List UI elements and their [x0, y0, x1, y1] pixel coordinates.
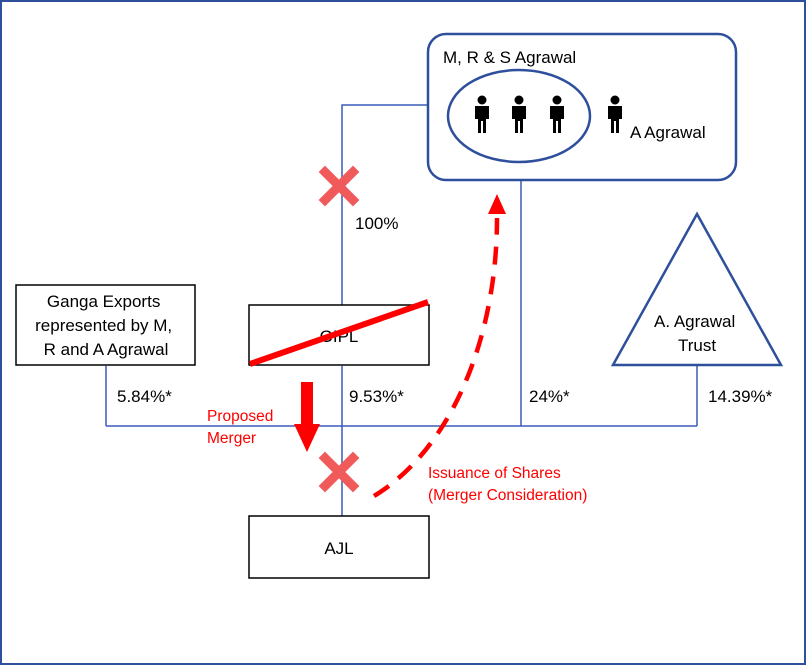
trust-line-2: Trust: [678, 336, 716, 355]
a-agrawal-label: A Agrawal: [630, 123, 706, 142]
ajl-box: [248, 515, 430, 579]
ganga-stake-percent: 5.84%*: [117, 387, 172, 406]
gipl-ownership-percent: 100%: [355, 214, 398, 233]
trust-line-1: A. Agrawal: [654, 312, 735, 331]
issuance-line-2: (Merger Consideration): [428, 487, 587, 504]
gipl-strikethrough: [249, 299, 429, 367]
trust-label: A. Agrawal Trust: [654, 312, 740, 355]
ajl-label: AJL: [324, 539, 353, 558]
cross-icon: [318, 451, 360, 493]
agrawal-trust-triangle: [610, 211, 784, 367]
group-to-gipl-line: [341, 104, 428, 305]
issuance-line-1: Issuance of Shares: [428, 465, 561, 482]
ganga-line-2: represented by M,: [35, 316, 172, 335]
family-members-ellipse: [446, 68, 592, 164]
issuance-dashed-arrow: [372, 217, 500, 498]
trust-stake-percent: 14.39%*: [708, 387, 773, 406]
ganga-exports-label: Ganga Exports represented by M, R and A …: [35, 292, 177, 359]
ganga-exports-box: [15, 284, 196, 366]
agrawal-group-title: M, R & S Agrawal: [443, 48, 576, 67]
agrawal-stake-percent: 24%*: [529, 387, 570, 406]
proposed-merger-label: Proposed Merger: [207, 408, 278, 447]
ganga-line-3: R and A Agrawal: [44, 340, 169, 359]
gipl-stake-percent: 9.53%*: [349, 387, 404, 406]
proposed-merger-arrow: [294, 382, 320, 452]
issuance-label: Issuance of Shares (Merger Consideration…: [428, 465, 587, 504]
cross-icon: [318, 165, 360, 207]
ganga-line-1: Ganga Exports: [47, 292, 160, 311]
issuance-arrow-head: [488, 194, 506, 214]
proposed-line-1: Proposed: [207, 408, 273, 425]
connector-lines: [105, 104, 698, 516]
proposed-line-2: Merger: [207, 430, 256, 447]
